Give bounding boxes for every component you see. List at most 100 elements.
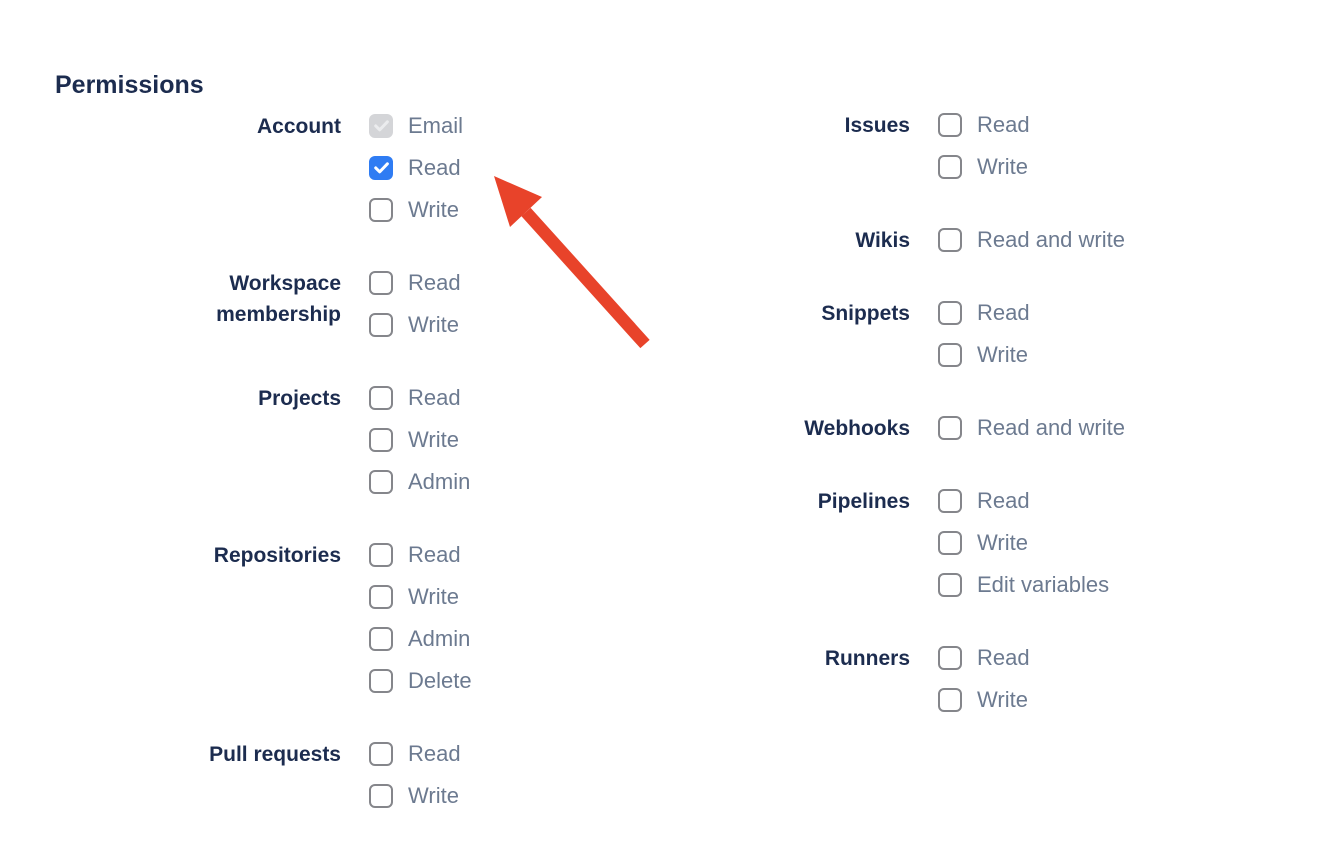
checkbox-label: Write [408, 197, 459, 222]
permission-group-label: Runners [824, 647, 910, 670]
permission-group: Snippets Read Write [760, 300, 1125, 385]
permission-checkbox-row[interactable]: Write [369, 783, 461, 808]
permission-group-label: Workspace membership [216, 272, 341, 326]
permission-checkbox-row[interactable]: Delete [369, 668, 472, 693]
permission-items: Read Write [938, 300, 1030, 385]
checkbox-checked-icon[interactable] [369, 156, 393, 180]
permission-group: Wikis Read and write [760, 227, 1125, 270]
checkbox-label: Write [408, 312, 459, 337]
checkbox-unchecked-icon[interactable] [369, 313, 393, 337]
permission-checkbox-row[interactable]: Read [369, 385, 470, 410]
checkbox-label: Delete [408, 668, 472, 693]
checkbox-unchecked-icon[interactable] [938, 113, 962, 137]
permission-checkbox-row[interactable]: Read [938, 112, 1030, 137]
permission-checkbox-row[interactable]: Write [938, 154, 1030, 179]
permission-group: Account Email Read Write [161, 113, 472, 240]
permission-items: Read Write [938, 645, 1030, 730]
permission-items: Read Write [938, 112, 1030, 197]
permission-checkbox-row[interactable]: Write [369, 584, 472, 609]
permission-checkbox-row[interactable]: Read [369, 542, 472, 567]
checkbox-unchecked-icon[interactable] [938, 228, 962, 252]
permission-group-label: Projects [258, 387, 341, 410]
checkbox-unchecked-icon[interactable] [369, 627, 393, 651]
checkbox-unchecked-icon[interactable] [369, 470, 393, 494]
permission-checkbox-row[interactable]: Read and write [938, 227, 1125, 252]
checkbox-unchecked-icon[interactable] [938, 416, 962, 440]
permission-group: Runners Read Write [760, 645, 1125, 730]
checkbox-label: Email [408, 113, 464, 138]
permission-checkbox-row[interactable]: Admin [369, 626, 472, 651]
permission-group-label: Snippets [821, 302, 910, 325]
checkbox-unchecked-icon[interactable] [369, 742, 393, 766]
permission-checkbox-row[interactable]: Write [369, 312, 461, 337]
checkbox-label: Read [408, 155, 461, 180]
checkbox-unchecked-icon[interactable] [369, 669, 393, 693]
permission-checkbox-row[interactable]: Read [369, 270, 461, 295]
permission-checkbox-row[interactable]: Read and write [938, 415, 1125, 440]
permission-items: Read and write [938, 227, 1125, 270]
permission-group: Repositories Read Write Admin [161, 542, 472, 711]
permission-checkbox-row[interactable]: Read [938, 488, 1109, 513]
checkbox-label: Write [408, 584, 459, 609]
permission-group-label: Pull requests [209, 743, 341, 766]
checkbox-label: Write [977, 530, 1028, 555]
permission-checkbox-row[interactable]: Write [369, 427, 470, 452]
permission-checkbox-row[interactable]: Write [938, 530, 1109, 555]
permission-group-label: Webhooks [804, 417, 910, 440]
checkbox-label: Write [408, 783, 459, 808]
checkbox-label: Read and write [977, 415, 1125, 440]
checkbox-label: Write [977, 342, 1028, 367]
permission-checkbox-row[interactable]: Edit variables [938, 572, 1110, 597]
checkbox-label: Edit variables [977, 572, 1110, 597]
checkbox-unchecked-icon[interactable] [369, 784, 393, 808]
permission-items: Email Read Write [369, 113, 464, 240]
permission-checkbox-row[interactable]: Write [938, 687, 1030, 712]
permission-checkbox-row[interactable]: Write [369, 197, 463, 222]
checkbox-label: Read [977, 645, 1030, 670]
permission-group: Issues Read Write [760, 112, 1125, 197]
checkbox-label: Write [977, 154, 1028, 179]
checkbox-unchecked-icon[interactable] [369, 428, 393, 452]
permission-items: Read and write [938, 415, 1125, 458]
checkbox-unchecked-icon[interactable] [369, 271, 393, 295]
checkbox-unchecked-icon[interactable] [938, 301, 962, 325]
annotation-arrow-shaft [521, 207, 650, 349]
permission-group-label: Account [257, 115, 341, 138]
permissions-column-left: Account Email Read Write Workspace membe… [161, 113, 472, 844]
permission-group: Workspace membership Read Write [161, 270, 472, 355]
permission-checkbox-row[interactable]: Write [938, 342, 1030, 367]
checkbox-unchecked-icon[interactable] [369, 386, 393, 410]
annotation-arrow-head [494, 176, 542, 227]
checkbox-label: Read [408, 542, 461, 567]
checkbox-unchecked-icon[interactable] [369, 585, 393, 609]
checkbox-unchecked-icon[interactable] [369, 543, 393, 567]
checkbox-unchecked-icon[interactable] [938, 531, 962, 555]
permission-checkbox-row[interactable]: Admin [369, 469, 470, 494]
permission-group-label: Pipelines [817, 490, 910, 513]
permission-checkbox-row[interactable]: Read [938, 300, 1030, 325]
permission-group-label: Wikis [855, 229, 910, 252]
checkbox-unchecked-icon[interactable] [938, 573, 962, 597]
permission-checkbox-row[interactable]: Read [369, 155, 463, 180]
permission-items: Read Write Admin Delete [369, 542, 472, 711]
checkbox-unchecked-icon[interactable] [369, 198, 393, 222]
checkbox-label: Write [977, 687, 1028, 712]
permissions-column-right: Issues Read Write Wikis Read and write [760, 112, 1125, 761]
permission-checkbox-row[interactable]: Read [938, 645, 1030, 670]
permission-items: Read Write Admin [369, 385, 470, 512]
checkbox-unchecked-icon[interactable] [938, 489, 962, 513]
checkbox-label: Read [977, 112, 1030, 137]
permission-items: Read Write Edit variables [938, 488, 1110, 615]
permission-items: Read Write [369, 741, 461, 826]
checkbox-checked-disabled-icon[interactable] [369, 114, 393, 138]
checkbox-unchecked-icon[interactable] [938, 646, 962, 670]
checkbox-unchecked-icon[interactable] [938, 688, 962, 712]
checkbox-label: Read [408, 385, 461, 410]
permission-group-label: Issues [844, 114, 910, 137]
checkbox-unchecked-icon[interactable] [938, 155, 962, 179]
page-title: Permissions [55, 70, 204, 99]
permission-checkbox-row[interactable]: Email [369, 113, 464, 138]
checkbox-unchecked-icon[interactable] [938, 343, 962, 367]
permission-group: Webhooks Read and write [760, 415, 1125, 458]
permission-checkbox-row[interactable]: Read [369, 741, 461, 766]
